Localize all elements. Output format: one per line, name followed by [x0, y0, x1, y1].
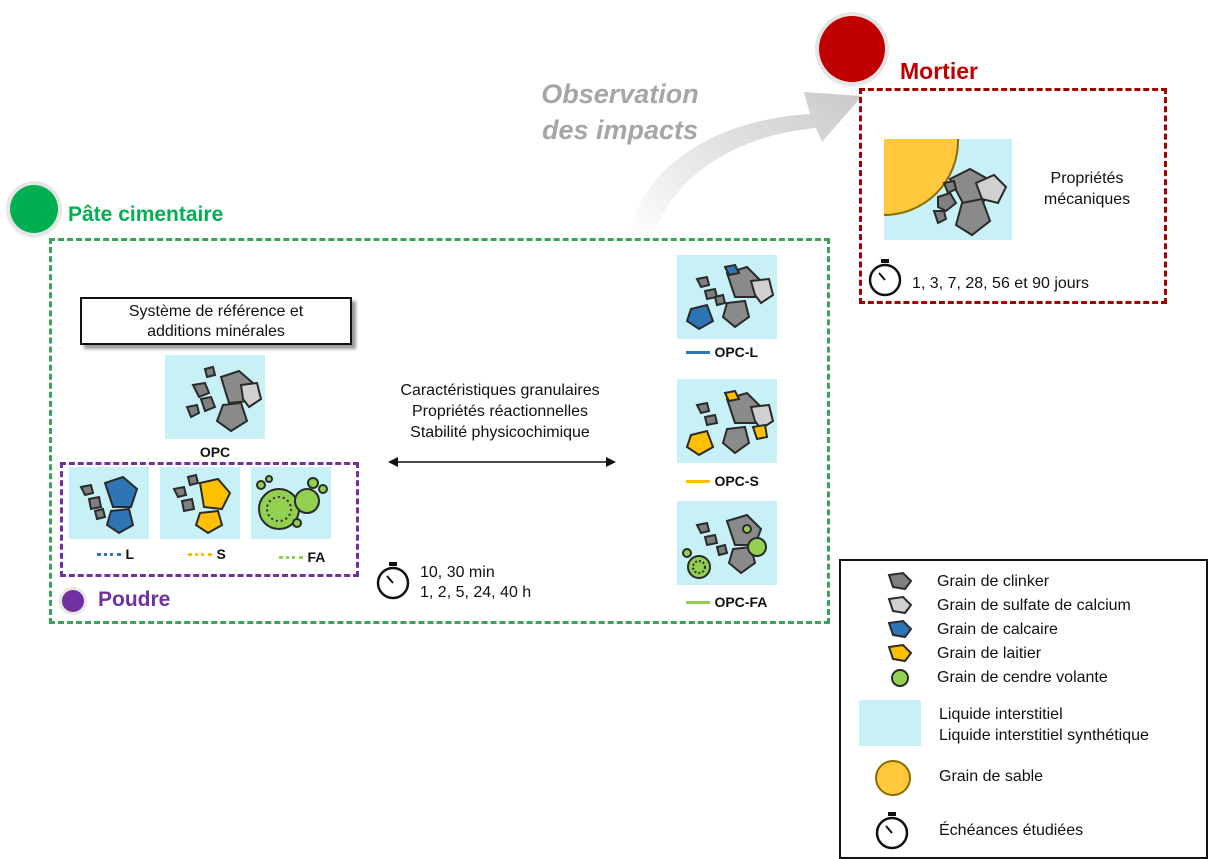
- reference-box-line1: Système de référence et: [128, 303, 304, 320]
- poudre-item-s: S: [188, 546, 248, 564]
- mortier-tile: [884, 139, 1012, 240]
- opc-fa-label: OPC-FA: [714, 594, 768, 610]
- fly-ash-grains-cluster-icon: [256, 475, 328, 530]
- poudre-frame: [60, 462, 359, 577]
- legend-box: Grain de clinker Grain de sulfate de cal…: [839, 559, 1208, 859]
- opc-s-label: OPC-S: [714, 473, 759, 489]
- opc-fa-label-row: OPC-FA: [686, 594, 767, 612]
- poudre-label-fa: FA: [307, 549, 326, 565]
- opc-l-label-row: OPC-L: [686, 344, 758, 362]
- dotted-line-l-icon: [97, 553, 121, 557]
- liquid-swatch: [859, 700, 921, 746]
- pate-timepoints: 10, 30 min 1, 2, 5, 24, 40 h: [420, 563, 531, 603]
- opc-s-label-row: OPC-S: [686, 473, 759, 491]
- opc-fa-tile: [677, 501, 777, 585]
- poudre-tile-fa: [251, 467, 331, 539]
- arrow-label-line1: Observation: [541, 79, 699, 109]
- pate-timepoints-line2: 1, 2, 5, 24, 40 h: [420, 584, 532, 601]
- double-arrow-icon: [388, 457, 616, 467]
- cement-grains-cluster-icon: [932, 167, 1008, 237]
- opc-fa-line-icon: [686, 601, 710, 605]
- poudre-tile-s: [160, 467, 240, 539]
- legend-label-clinker: Grain de clinker: [937, 573, 1050, 590]
- opc-l-line-icon: [686, 351, 710, 355]
- mortier-indicator-dot: [819, 16, 885, 82]
- legend-label-fly-ash: Grain de cendre volante: [937, 669, 1108, 686]
- slag-grain-icon: [887, 643, 913, 663]
- legend-label-sand: Grain de sable: [939, 768, 1044, 785]
- opc-fa-grains-icon: [682, 513, 767, 579]
- poudre-label-s: S: [216, 546, 226, 562]
- poudre-title: Poudre: [98, 588, 171, 611]
- pate-center-text: Caractéristiques granulaires Propriétés …: [360, 380, 640, 443]
- legend-liquid-line1: Liquide interstitiel: [939, 706, 1063, 723]
- poudre-item-fa: FA: [279, 549, 349, 567]
- opc-tile: [165, 355, 265, 439]
- legend-item-fly-ash: Grain de cendre volante: [841, 667, 1201, 691]
- pate-frame: [49, 238, 830, 624]
- arrow-label-line2: des impacts: [541, 115, 699, 145]
- legend-label-timer: Échéances étudiées: [939, 822, 1084, 839]
- legend-item-slag: Grain de laitier: [841, 643, 1201, 667]
- mortier-timer-icon: [868, 259, 902, 297]
- poudre-tile-l: [69, 467, 149, 539]
- reference-box-line2: additions minérales: [147, 323, 285, 340]
- legend-liquid-line2: Liquide interstitiel synthétique: [939, 727, 1149, 744]
- opc-l-label: OPC-L: [714, 344, 759, 360]
- sand-grain-icon: [884, 139, 959, 216]
- pate-title: Pâte cimentaire: [68, 203, 224, 226]
- dotted-line-s-icon: [188, 553, 212, 557]
- slag-grains-cluster-icon: [172, 473, 232, 535]
- center-text-line3: Stabilité physicochimique: [410, 424, 590, 441]
- mortier-property-line2: mécaniques: [1043, 191, 1131, 208]
- mortier-frame: [859, 88, 1167, 304]
- legend-item-limestone: Grain de calcaire: [841, 619, 1201, 643]
- pate-timer-icon: [376, 562, 410, 600]
- limestone-grains-cluster-icon: [79, 475, 139, 535]
- calcium-sulfate-grain-icon: [887, 595, 913, 615]
- legend-item-sulfate: Grain de sulfate de calcium: [841, 595, 1201, 619]
- arrow-label: Observation des impacts: [520, 76, 720, 148]
- clinker-grains-cluster-icon: [185, 365, 263, 433]
- opc-s-tile: [677, 379, 777, 463]
- limestone-grain-icon: [887, 619, 913, 639]
- impact-arrow: [628, 92, 862, 240]
- clinker-grain-icon: [887, 571, 913, 591]
- poudre-item-l: L: [97, 546, 157, 564]
- legend-label-sulfate: Grain de sulfate de calcium: [937, 597, 1131, 614]
- mortier-property-label: Propriétés mécaniques: [1024, 168, 1150, 210]
- timer-icon: [875, 812, 909, 850]
- opc-l-tile: [677, 255, 777, 339]
- poudre-indicator-dot: [62, 590, 84, 612]
- pate-indicator-dot: [10, 185, 58, 233]
- legend-item-clinker: Grain de clinker: [841, 571, 1201, 595]
- fly-ash-grain-icon: [891, 669, 909, 687]
- opc-label: OPC: [199, 444, 231, 460]
- mortier-property-line1: Propriétés: [1050, 170, 1124, 187]
- legend-label-limestone: Grain de calcaire: [937, 621, 1058, 638]
- poudre-label-l: L: [125, 546, 135, 562]
- center-text-line2: Propriétés réactionnelles: [411, 403, 589, 420]
- opc-l-grains-icon: [685, 263, 775, 331]
- mortier-timepoints: 1, 3, 7, 28, 56 et 90 jours: [912, 275, 1090, 292]
- opc-s-line-icon: [686, 480, 710, 484]
- legend-label-liquid: Liquide interstitiel Liquide interstitie…: [939, 704, 1149, 746]
- sand-grain-icon: [875, 760, 911, 796]
- center-text-line1: Caractéristiques granulaires: [400, 382, 600, 399]
- mortier-title: Mortier: [900, 58, 978, 84]
- pate-timepoints-line1: 10, 30 min: [420, 564, 495, 581]
- dotted-line-fa-icon: [279, 556, 303, 560]
- reference-system-box: Système de référence et additions minéra…: [80, 297, 352, 345]
- legend-label-slag: Grain de laitier: [937, 645, 1042, 662]
- opc-s-grains-icon: [685, 389, 775, 457]
